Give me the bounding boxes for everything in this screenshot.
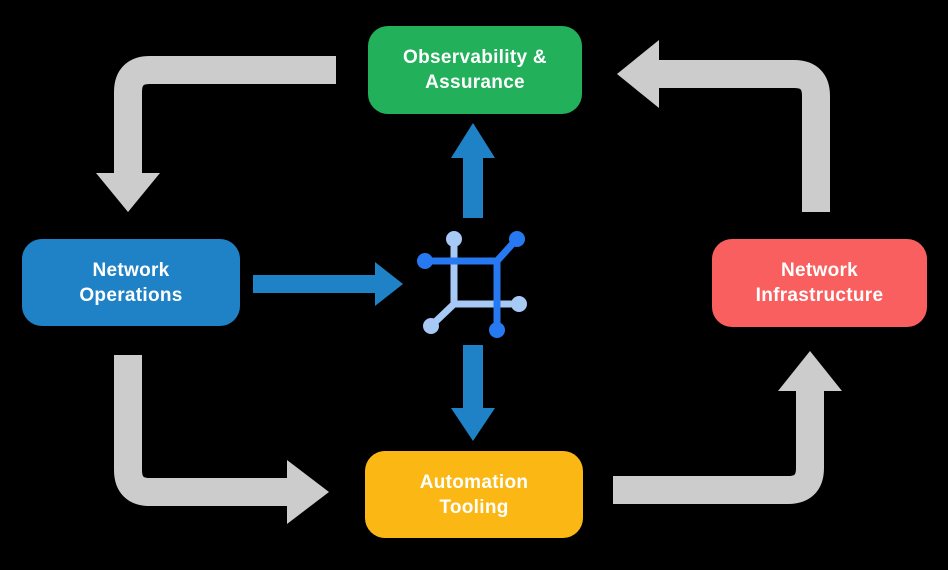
node-label-line2: Assurance — [425, 72, 525, 93]
icon-dark-node-top-right — [509, 231, 525, 247]
flow-arrowheads — [375, 123, 495, 441]
network-mesh-icon — [417, 231, 527, 338]
node-label-line1: Automation — [419, 471, 529, 493]
node-label-line2: Tooling — [439, 496, 509, 518]
cycle-arrowhead-up-icon — [778, 351, 842, 391]
cycle-arrowhead-left-icon — [617, 40, 659, 108]
node-network-operations: Network Operations — [22, 239, 240, 326]
flow-arrowhead-up-icon — [451, 123, 495, 158]
icon-light-node-bottom-left — [423, 318, 439, 334]
node-label-line2: Operations — [79, 284, 183, 306]
flow-arrowhead-down-icon — [451, 408, 495, 441]
icon-light-node-right — [511, 296, 527, 312]
node-label-line1: Network — [780, 260, 859, 281]
flow-arrowhead-right-icon — [375, 262, 403, 306]
node-automation-tooling: Automation Tooling — [365, 451, 583, 538]
network-mesh-icon-dark-nodes — [417, 231, 525, 338]
cycle-arrow-operations-to-automation — [114, 355, 288, 506]
cycle-arrowhead-right-icon — [287, 460, 329, 524]
cycle-arrow-shafts — [114, 56, 830, 506]
cycle-arrow-observability-to-operations — [114, 56, 336, 174]
node-network-infrastructure: Network Infrastructure — [712, 239, 927, 327]
node-observability-assurance: Observability & Assurance — [368, 26, 582, 114]
cycle-arrowhead-down-icon — [96, 173, 160, 212]
network-mesh-icon-light-nodes — [423, 231, 527, 334]
node-label-line1: Network — [92, 259, 170, 281]
cycle-arrowheads — [96, 40, 842, 524]
flow-arrow-shafts — [253, 157, 483, 409]
icon-dark-node-left — [417, 253, 433, 269]
icon-light-node-top — [446, 231, 462, 247]
node-label-line1: Observability & — [403, 47, 547, 68]
cycle-arrow-infrastructure-to-observability — [658, 60, 830, 212]
cycle-arrow-automation-to-infrastructure — [613, 390, 824, 504]
icon-dark-node-bottom — [489, 322, 505, 338]
node-label-line2: Infrastructure — [755, 285, 884, 306]
